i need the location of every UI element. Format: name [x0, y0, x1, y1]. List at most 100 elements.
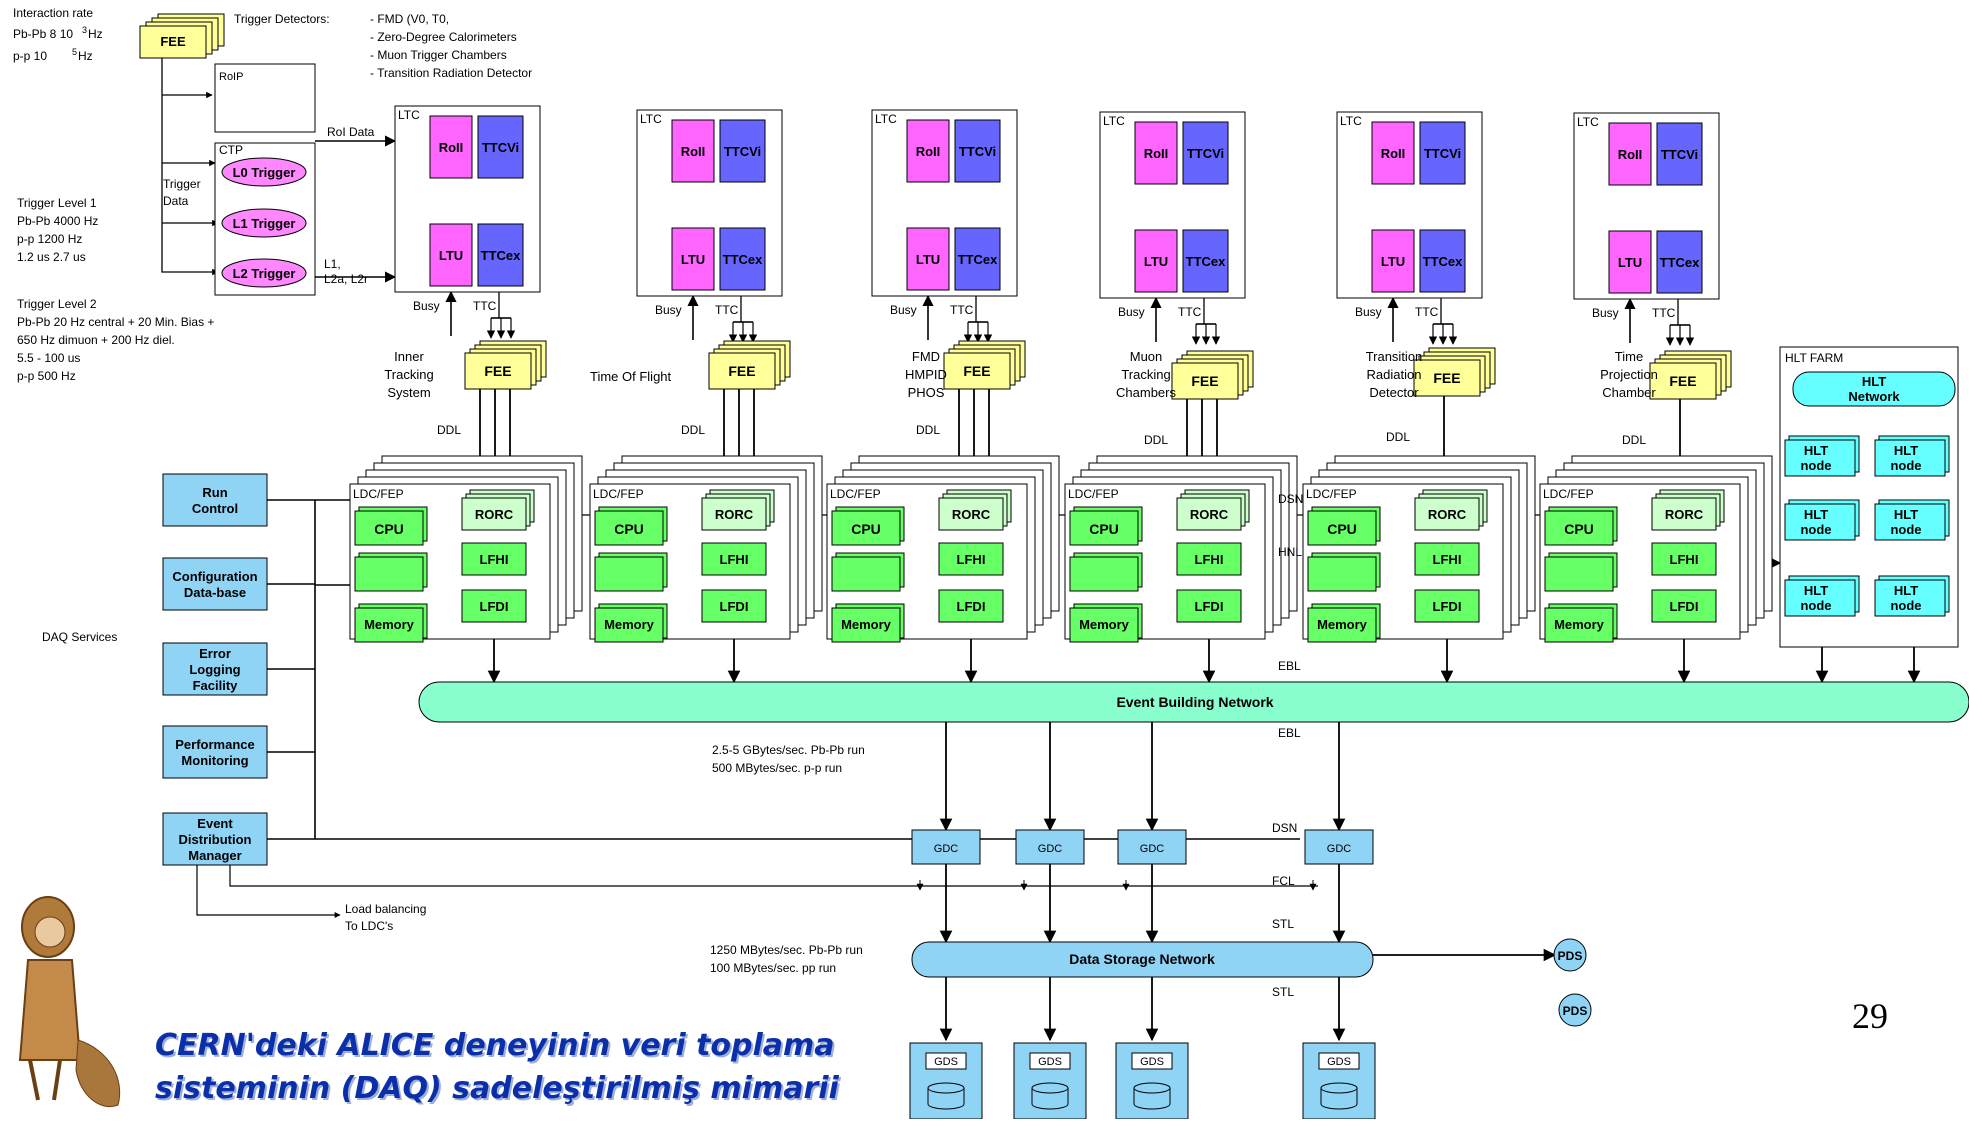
gds-label-box-1 — [925, 1052, 967, 1070]
column-6-rorc-box — [1651, 497, 1717, 531]
hlt-node-5 — [1784, 579, 1856, 617]
column-5-fee-box — [1413, 359, 1481, 397]
fcl-line — [229, 865, 1318, 887]
column-6-lfdi-box — [1651, 589, 1717, 623]
column-5-detector-label: Detector — [1369, 385, 1419, 400]
data-storage-network — [911, 941, 1374, 978]
gds-label-box-2 — [1029, 1052, 1071, 1070]
column-5-ttcex-box-label: TTCex — [1423, 254, 1464, 269]
column-5-cpu-label: CPU — [1327, 521, 1357, 537]
column-1-detector-label: Inner — [394, 349, 424, 364]
column-5-lfhi-box — [1414, 542, 1480, 576]
roip-box — [214, 63, 316, 133]
hlt-farm-label: HLT FARM — [1785, 351, 1843, 365]
hlt-node-2-label-1: HLT — [1894, 443, 1918, 458]
l0-trigger-label: L0 Trigger — [233, 165, 296, 180]
column-3-ltu-box — [906, 227, 950, 291]
dsn-rate-label-line: 100 MBytes/sec. pp run — [710, 961, 836, 975]
column-1-ltu-box-label: LTU — [439, 248, 463, 263]
column-6-roi-box — [1608, 122, 1652, 186]
column-1-cpu2-box — [354, 556, 424, 592]
column-1-fee-box — [464, 352, 532, 390]
alice-legs — [28, 1059, 62, 1101]
gds-disk-body-1 — [927, 1088, 965, 1110]
service-box-1 — [162, 473, 268, 527]
column-4-detector-label: Chambers — [1116, 385, 1176, 400]
column-1-lfhi-box — [461, 542, 527, 576]
trigger-fee-label: FEE — [160, 34, 186, 49]
gdc-box-2-label: GDC — [1038, 843, 1063, 855]
column-1-ltu-box — [429, 223, 473, 287]
column-2-ltu-box — [671, 227, 715, 291]
column-1-memory-box — [354, 607, 424, 643]
column-2-lfhi-box — [701, 542, 767, 576]
service-4-label: Monitoring — [181, 753, 248, 768]
column-5-lfhi-box-label: LFHI — [1433, 552, 1462, 567]
column-2-detector-label: Time Of Flight — [590, 369, 672, 384]
column-5-roi-box-label: RoII — [1381, 146, 1406, 161]
column-2-memory-box — [594, 607, 664, 643]
column-3-cpu-box — [831, 510, 901, 546]
column-1-ttcex-box-label: TTCex — [481, 248, 522, 263]
column-5-rorc-label: RORC — [1428, 507, 1467, 522]
ebn-rate-label-line: 2.5-5 GBytes/sec. Pb-Pb run — [712, 743, 865, 757]
column-3-detector-label: PHOS — [908, 385, 945, 400]
column-4-ltu-box-label: LTU — [1144, 254, 1168, 269]
column-5-lfdi-box — [1414, 589, 1480, 623]
hlt-node-4 — [1874, 503, 1946, 541]
hlt-network-label-2: Network — [1848, 389, 1900, 404]
service-box-3 — [162, 642, 268, 696]
trigger-detector-item-line: - Muon Trigger Chambers — [370, 48, 507, 62]
column-5-detector-label: Transition — [1366, 349, 1423, 364]
column-2-ttcex-box-label: TTCex — [723, 252, 764, 267]
ebn-rate-label-line: 500 MBytes/sec. p-p run — [712, 761, 842, 775]
column-4-ttcex-box-label: TTCex — [1186, 254, 1227, 269]
column-3-memory-box — [831, 607, 901, 643]
column-2-roi-box — [671, 119, 715, 183]
column-3-memory-label: Memory — [841, 617, 892, 632]
event-building-network-label: Event Building Network — [1116, 694, 1273, 710]
stl-label-bottom: STL — [1272, 985, 1294, 999]
service-5-label: Event — [197, 816, 233, 831]
service-5-label: Manager — [188, 848, 241, 863]
alice-figure — [18, 896, 121, 1107]
column-5-detector-label: Radiation — [1367, 367, 1422, 382]
alice-face — [34, 916, 66, 948]
column-2-rorc-box — [701, 497, 767, 531]
column-4-ltu-box — [1134, 229, 1178, 293]
column-6-lfdi-box-label: LFDI — [1670, 599, 1699, 614]
gds-label-1: GDS — [934, 1056, 958, 1068]
column-1-roi-box — [429, 115, 473, 179]
trigger-level-2-line: p-p 500 Hz — [17, 369, 76, 383]
column-3-roi-box — [906, 119, 950, 183]
column-3-ttcex-box-label: TTCex — [958, 252, 999, 267]
trigger-level-1-line: Trigger Level 1 — [17, 196, 97, 210]
column-4-memory-label: Memory — [1079, 617, 1130, 632]
trigger-level-1-line: p-p 1200 Hz — [17, 232, 82, 246]
column-4-lfdi-box-label: LFDI — [1195, 599, 1224, 614]
roi-data-label: RoI Data — [327, 125, 375, 139]
column-2-lfdi-box — [701, 589, 767, 623]
column-6-detector-label: Time — [1615, 349, 1643, 364]
column-1-cpu-box — [354, 510, 424, 546]
trigger-detectors-heading: Trigger Detectors: — [234, 12, 330, 26]
pbpb-rate-unit: Hz — [88, 27, 103, 41]
column-1-busy-label: Busy — [413, 299, 440, 313]
column-2-fee-box — [708, 352, 776, 390]
column-6-cpu-box — [1544, 510, 1614, 546]
column-4-busy-label: Busy — [1118, 305, 1145, 319]
daq-services-label: DAQ Services — [42, 630, 117, 644]
hlt-network-label-1: HLT — [1862, 374, 1886, 389]
hlt-node-1 — [1784, 439, 1856, 477]
column-5-ddl-label: DDL — [1386, 430, 1410, 444]
column-2-memory-label: Memory — [604, 617, 655, 632]
column-2-ttcvi-box — [719, 119, 766, 183]
column-3-cpu-label: CPU — [851, 521, 881, 537]
column-4-roi-box-label: RoII — [1144, 146, 1169, 161]
column-1-detector-label: System — [387, 385, 430, 400]
gds-disk-body-2 — [1031, 1088, 1069, 1110]
column-2-rorc-label: RORC — [715, 507, 754, 522]
column-1-rorc-label: RORC — [475, 507, 514, 522]
column-3-fee-box — [943, 352, 1011, 390]
column-1-ttc-label: TTC — [473, 299, 497, 313]
